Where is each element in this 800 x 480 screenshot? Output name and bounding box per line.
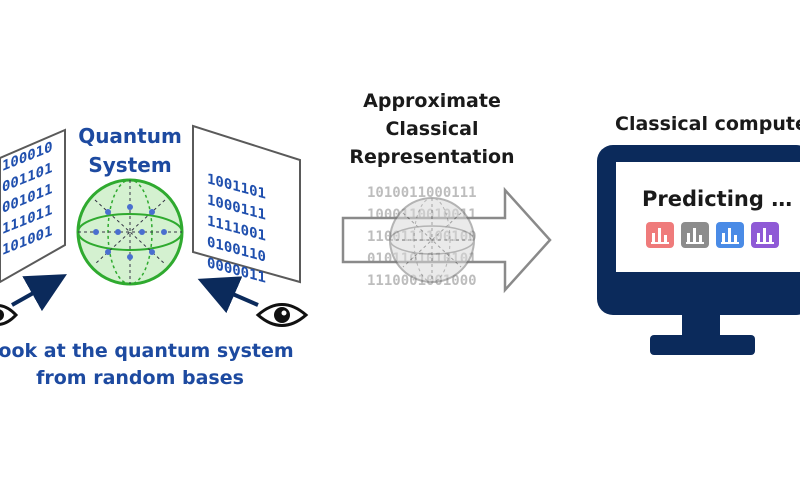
quantum-title-line1: Quantum — [78, 124, 182, 148]
caption-line2: from random bases — [36, 367, 244, 389]
quantum-title-line2: System — [88, 153, 171, 177]
chart-icon-purple — [751, 222, 779, 248]
prediction-icons — [646, 222, 779, 248]
approx-title-line3: Representation — [349, 146, 514, 168]
representation-arrow — [341, 186, 552, 294]
left-look-arrow — [11, 274, 67, 312]
computer-title: Classical computer — [615, 113, 800, 135]
chart-icon-gray — [681, 222, 709, 248]
approx-bit-row: 1010011000111 — [367, 185, 477, 201]
chart-icon-blue — [716, 222, 744, 248]
predicting-text: Predicting … — [642, 187, 792, 211]
chart-icon-red — [646, 222, 674, 248]
right-eye-icon — [255, 303, 309, 327]
right-look-arrow — [197, 276, 259, 314]
quantum-sphere — [76, 178, 184, 286]
left-eye-icon — [0, 304, 19, 326]
computer-monitor — [597, 145, 800, 355]
qubit-atoms — [93, 204, 167, 260]
approx-title-line2: Classical — [385, 118, 478, 140]
faded-sphere — [389, 197, 475, 283]
caption-line1: Look at the quantum system — [0, 340, 294, 362]
approx-title-line1: Approximate — [363, 90, 501, 112]
